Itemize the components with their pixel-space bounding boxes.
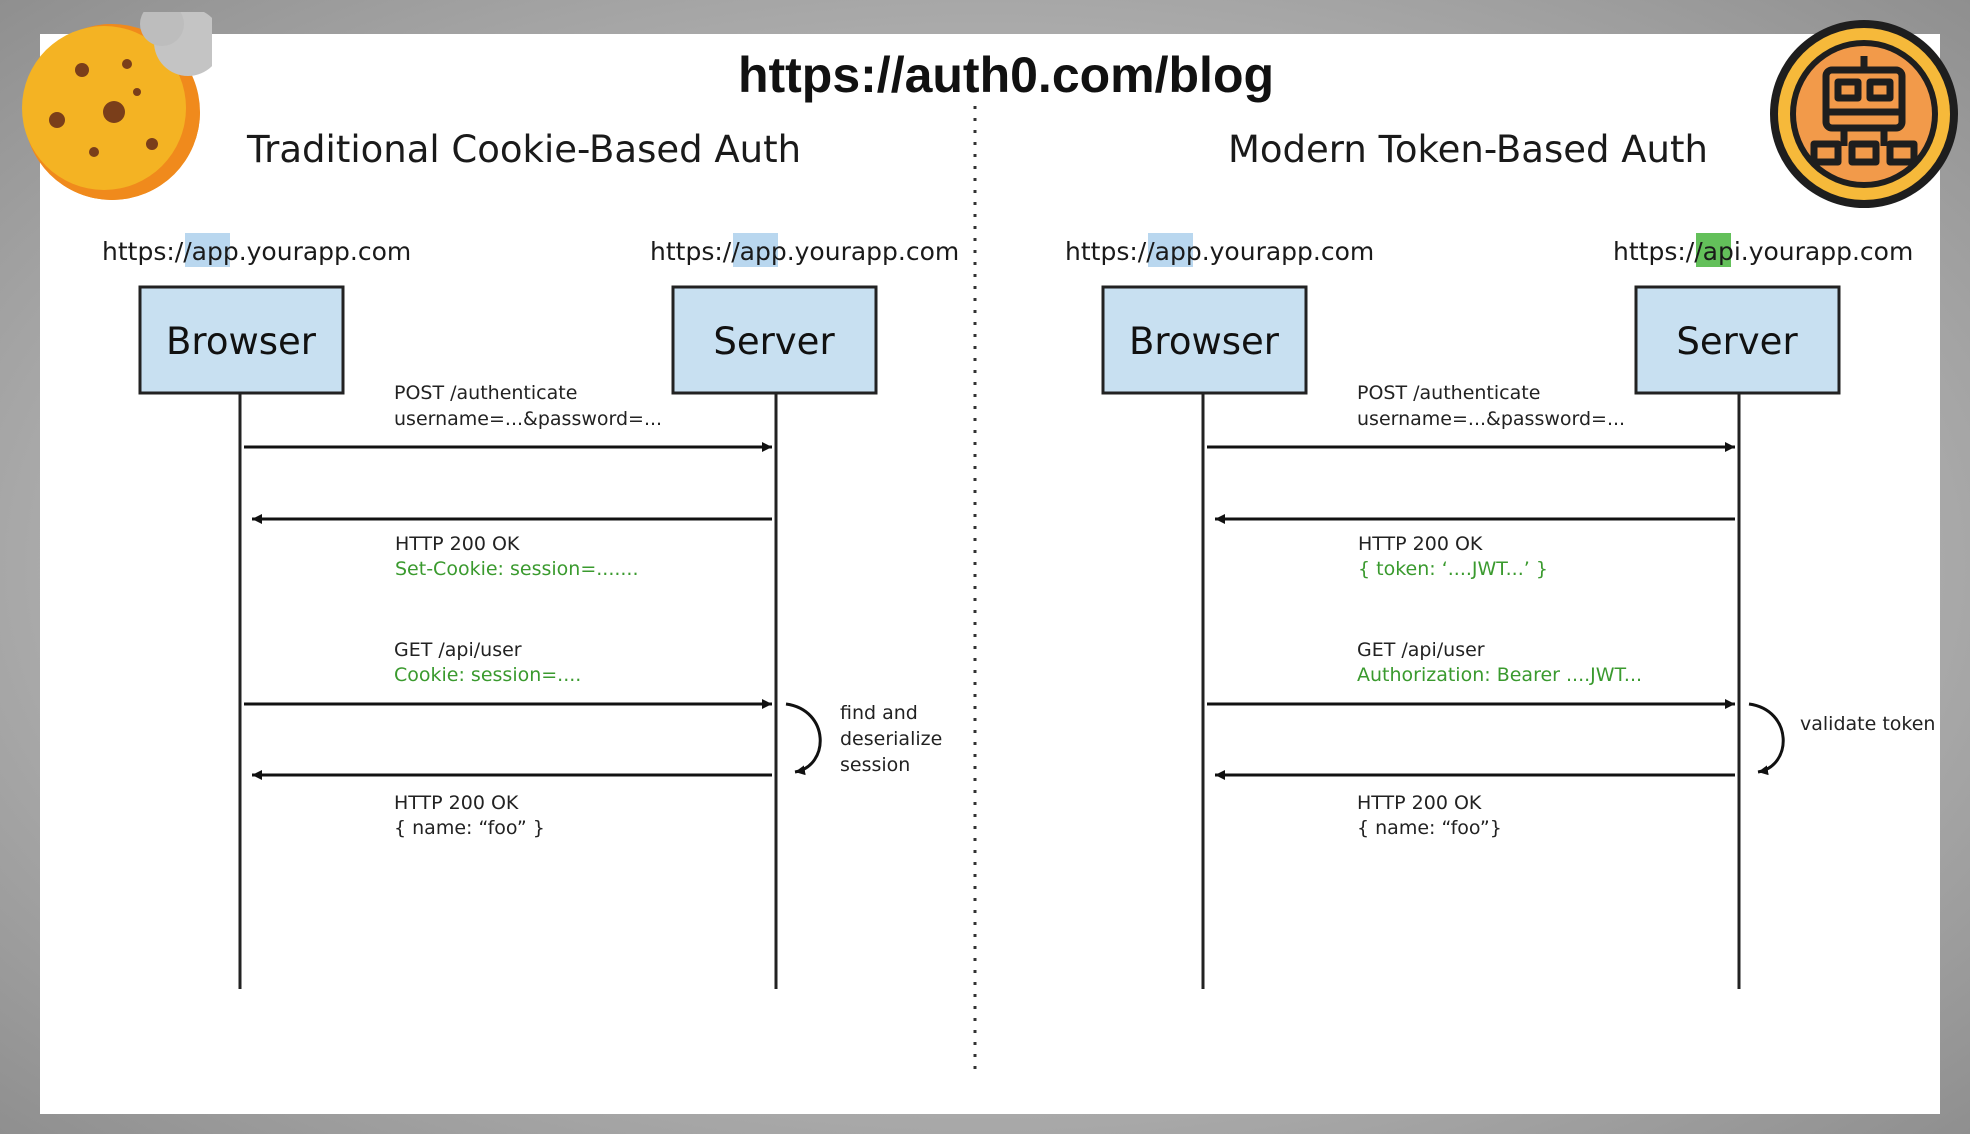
left-msg2-line2: Set-Cookie: session=....... bbox=[395, 558, 639, 580]
right-msg3-line2: Authorization: Bearer ....JWT... bbox=[1357, 664, 1642, 686]
cookie-icon bbox=[22, 12, 212, 200]
left-msg3-line1: GET /api/user bbox=[394, 639, 522, 661]
left-browser-url-highlight bbox=[185, 233, 230, 267]
right-note-line1: validate token bbox=[1800, 713, 1935, 735]
left-panel: Traditional Cookie-Based Auth https://ap… bbox=[102, 128, 959, 989]
right-browser-url: https://app.yourapp.com bbox=[1065, 237, 1374, 266]
right-browser-box bbox=[1101, 285, 1308, 395]
left-msg1-line1: POST /authenticate bbox=[394, 382, 577, 404]
right-self-loop-arrow bbox=[1748, 702, 1785, 776]
left-note-line2: deserialize bbox=[840, 728, 942, 750]
right-msg4-line2: { name: “foo”} bbox=[1357, 817, 1502, 839]
left-msg1-line2: username=...&password=... bbox=[394, 408, 662, 430]
left-server-box bbox=[671, 285, 878, 395]
left-msg4-line1: HTTP 200 OK bbox=[394, 792, 519, 814]
left-server-label: Server bbox=[713, 320, 835, 363]
right-server-box bbox=[1634, 285, 1841, 395]
left-self-loop-arrow bbox=[785, 702, 822, 776]
left-server-url: https://app.yourapp.com bbox=[650, 237, 959, 266]
robot-badge-icon bbox=[1770, 20, 1958, 208]
left-msg3-line2: Cookie: session=.... bbox=[394, 664, 581, 686]
page-title: https://auth0.com/blog bbox=[738, 47, 1274, 103]
right-msg2-line2: { token: ‘....JWT...’ } bbox=[1358, 558, 1548, 580]
right-heading: Modern Token-Based Auth bbox=[1228, 128, 1708, 171]
left-msg2-line1: HTTP 200 OK bbox=[395, 533, 520, 555]
left-note-line1: find and bbox=[840, 702, 918, 724]
left-server-url-highlight bbox=[733, 233, 778, 267]
left-heading: Traditional Cookie-Based Auth bbox=[246, 128, 801, 171]
left-msg4-line2: { name: “foo” } bbox=[394, 817, 545, 839]
left-browser-label: Browser bbox=[166, 320, 317, 363]
right-msg3-line1: GET /api/user bbox=[1357, 639, 1485, 661]
right-browser-label: Browser bbox=[1129, 320, 1280, 363]
right-server-url-highlight bbox=[1696, 233, 1731, 267]
auth-diagram: https://auth0.com/blog Traditional Cooki… bbox=[102, 47, 1935, 1069]
right-msg1-line1: POST /authenticate bbox=[1357, 382, 1540, 404]
right-browser-url-highlight bbox=[1148, 233, 1193, 267]
left-note-line3: session bbox=[840, 754, 910, 776]
slide: https://auth0.com/blog Traditional Cooki… bbox=[40, 34, 1940, 1114]
right-msg4-line1: HTTP 200 OK bbox=[1357, 792, 1482, 814]
left-browser-url: https://app.yourapp.com bbox=[102, 237, 411, 266]
right-server-url: https://api.yourapp.com bbox=[1613, 237, 1913, 266]
right-server-label: Server bbox=[1676, 320, 1798, 363]
right-panel: Modern Token-Based Auth https://app.your… bbox=[1065, 128, 1935, 989]
right-msg1-line2: username=...&password=... bbox=[1357, 408, 1625, 430]
left-browser-box bbox=[138, 285, 345, 395]
right-msg2-line1: HTTP 200 OK bbox=[1358, 533, 1483, 555]
